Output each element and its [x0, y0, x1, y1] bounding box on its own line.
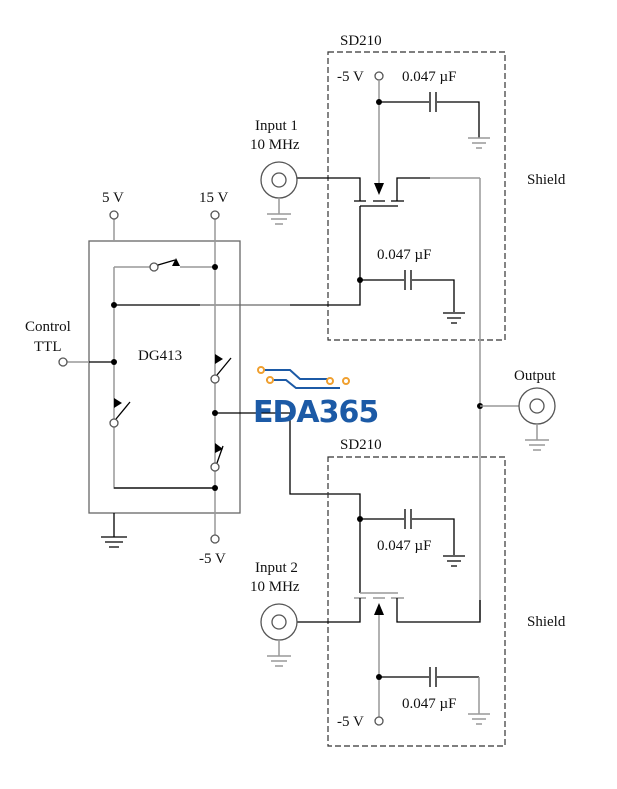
input2-connector: Input 2 10 MHz — [250, 560, 300, 667]
output-label: Output — [514, 368, 557, 384]
cap1-label: 0.047 µF — [402, 69, 457, 85]
ground-icon — [101, 536, 127, 548]
ground-icon — [468, 137, 490, 149]
watermark-text: EDA365 — [253, 395, 378, 430]
switch-icon — [210, 443, 224, 472]
sd210-bottom: SD210 0.047 µF -5 V 0.047 µF Shield — [281, 437, 566, 747]
v5-label: 5 V — [102, 190, 124, 206]
v5-terminal — [109, 210, 119, 220]
cap4-label: 0.047 µF — [402, 696, 457, 712]
switch-icon — [149, 258, 180, 272]
ground-icon — [267, 655, 291, 667]
input1-name: Input 1 — [255, 118, 298, 134]
neg5v-dg-terminal — [210, 534, 220, 544]
sd210-bottom-label: SD210 — [340, 437, 382, 453]
sd210-top-box — [327, 51, 506, 341]
neg5v-dg-label: -5 V — [199, 551, 226, 567]
arrow-up-icon — [374, 603, 384, 615]
input2-name: Input 2 — [255, 560, 298, 576]
sd210-top-label: SD210 — [340, 33, 382, 49]
arrow-down-icon — [374, 183, 384, 195]
ground-icon — [267, 213, 291, 225]
v15-label: 15 V — [199, 190, 228, 206]
sd210-top: SD210 -5 V 0.047 µF 0.047 µF Shield — [200, 33, 566, 341]
input1-connector: Input 1 10 MHz — [250, 118, 300, 225]
input1-freq: 10 MHz — [250, 137, 300, 153]
v15-terminal — [210, 210, 220, 220]
control-label: Control — [25, 319, 71, 335]
ground-icon — [525, 439, 549, 451]
shield-bottom-label: Shield — [527, 614, 566, 630]
cap2-label: 0.047 µF — [377, 247, 432, 263]
neg5v-bottom-label: -5 V — [337, 714, 364, 730]
cap3-label: 0.047 µF — [377, 538, 432, 554]
shield-top-label: Shield — [527, 172, 566, 188]
eda365-watermark-logo: EDA365 — [253, 366, 379, 430]
dg413-box — [88, 240, 241, 514]
input2-freq: 10 MHz — [250, 579, 300, 595]
switch-icon — [210, 354, 232, 384]
ground-icon — [468, 713, 490, 725]
neg5v-top-label: -5 V — [337, 69, 364, 85]
neg5v-top-terminal — [374, 71, 384, 81]
output-connector: Output — [477, 178, 557, 620]
neg5v-bottom-terminal — [374, 716, 384, 726]
ground-icon — [443, 312, 465, 324]
ttl-label: TTL — [34, 339, 62, 355]
control-terminal — [58, 357, 68, 367]
sd210-bottom-box — [327, 456, 506, 747]
dg413-label: DG413 — [138, 348, 182, 364]
ground-icon — [443, 555, 465, 567]
dg413: 5 V 15 V -5 V DG413 Control TTL — [25, 190, 361, 593]
switch-icon — [109, 398, 131, 428]
